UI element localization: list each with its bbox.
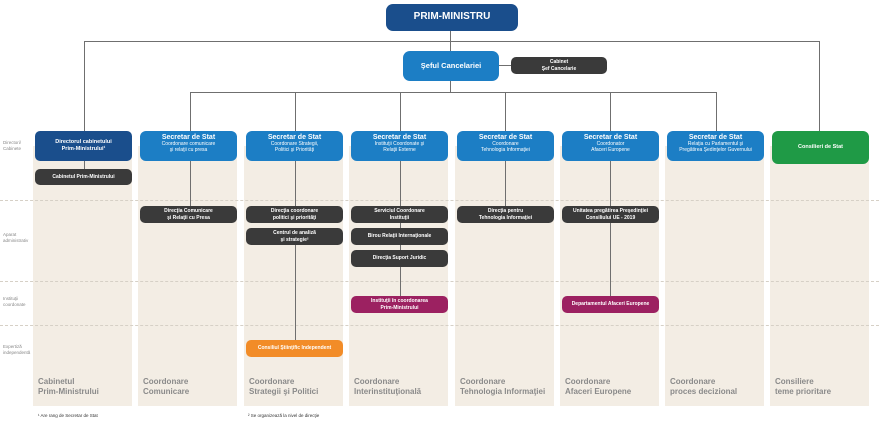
footer-it: Coordonare Tehnologia Informaţiei bbox=[460, 377, 546, 396]
header-title: Secretar de Stat bbox=[372, 134, 427, 141]
unit-it-directorate: Direcţia pentru Tehnologia Informaţiei bbox=[457, 206, 554, 223]
header-title: Secretar de Stat bbox=[478, 134, 533, 141]
connector bbox=[505, 160, 506, 206]
footer-interinstitutional: Coordonare Interinstituţională bbox=[354, 377, 422, 396]
header-subtitle: Relaţia cu Parlamentul şi Pregătirea Şed… bbox=[679, 141, 752, 153]
header-eu-affairs: Secretar de Stat Coordonator Afaceri Eur… bbox=[562, 131, 659, 161]
header-pm-cabinet-director: Directorul cabinetului Prim-Ministrului¹ bbox=[35, 131, 132, 161]
footer-eu: Coordonare Afaceri Europene bbox=[565, 377, 632, 396]
connector bbox=[84, 160, 85, 170]
connector bbox=[84, 41, 819, 42]
connector bbox=[190, 160, 191, 206]
header-subtitle: Coordonare Strategii, Politici şi Priori… bbox=[270, 141, 319, 153]
connector bbox=[295, 160, 296, 206]
connector bbox=[400, 92, 401, 131]
row-label-directors: Directori/ Cabinete bbox=[3, 140, 22, 151]
footer-cabinet: Cabinetul Prim-Ministrului bbox=[38, 377, 99, 396]
prime-minister-box: PRIM-MINISTRU bbox=[386, 4, 518, 31]
header-subtitle: Coordonator Afaceri Europene bbox=[591, 141, 630, 153]
unit-analysis-center: Centrul de analiză şi strategie² bbox=[246, 228, 343, 245]
unit-coordinated-institutions: Instituţii în coordonarea Prim-Ministrul… bbox=[351, 296, 448, 313]
column-bg bbox=[33, 146, 132, 406]
unit-cabinet-pm: Cabinetul Prim-Ministrului bbox=[35, 169, 132, 185]
row-separator bbox=[0, 325, 879, 326]
connector bbox=[610, 92, 611, 131]
header-state-advisers: Consilieri de Stat bbox=[772, 131, 869, 164]
unit-science-council: Consiliul Ştiinţific Independent bbox=[246, 340, 343, 357]
unit-legal-directorate: Direcţia Suport Juridic bbox=[351, 250, 448, 267]
column-bg bbox=[560, 146, 659, 406]
header-communication: Secretar de Stat Coordonare comunicare ş… bbox=[140, 131, 237, 161]
unit-communication-directorate: Direcţia Comunicare şi Relaţii cu Presa bbox=[140, 206, 237, 223]
header-title: Secretar de Stat bbox=[267, 134, 322, 141]
header-title: Secretar de Stat bbox=[688, 134, 743, 141]
header-strategy: Secretar de Stat Coordonare Strategii, P… bbox=[246, 131, 343, 161]
row-separator bbox=[0, 200, 879, 201]
connector bbox=[505, 92, 506, 131]
footnote-1: ¹ Are rang de Secretar de Stat bbox=[38, 413, 98, 418]
footer-advisers: Consiliere teme prioritare bbox=[775, 377, 832, 396]
column-bg bbox=[349, 146, 448, 406]
connector bbox=[819, 41, 820, 131]
connector bbox=[190, 92, 191, 131]
row-label-institutions: Instituţii coordonate bbox=[3, 296, 26, 307]
connector bbox=[498, 65, 512, 66]
header-decision-process: Secretar de Stat Relaţia cu Parlamentul … bbox=[667, 131, 764, 161]
column-bg bbox=[244, 146, 343, 406]
header-it: Secretar de Stat Coordonare Tehnologia I… bbox=[457, 131, 554, 161]
header-subtitle: Coordonare comunicare şi relaţii cu pres… bbox=[161, 141, 216, 153]
connector bbox=[295, 245, 296, 340]
connector bbox=[450, 80, 451, 92]
connector bbox=[84, 41, 85, 131]
unit-international-office: Birou Relaţii Internaţionale bbox=[351, 228, 448, 245]
column-bg bbox=[770, 146, 869, 406]
connector bbox=[295, 92, 296, 131]
chief-cabinet-box: Cabinet Şef Cancelarie bbox=[511, 57, 607, 74]
connector bbox=[716, 92, 717, 131]
row-label-apparatus: Aparat administrativ bbox=[3, 232, 29, 243]
header-title: Secretar de Stat bbox=[583, 134, 638, 141]
header-institutions: Secretar de Stat Instituţii Coordonate ş… bbox=[351, 131, 448, 161]
unit-eu-department: Departamentul Afaceri Europene bbox=[562, 296, 659, 313]
column-bg bbox=[138, 146, 237, 406]
row-label-expertise: Expertiză independentă bbox=[3, 344, 31, 355]
unit-policy-directorate: Direcţia coordonare politici şi priorită… bbox=[246, 206, 343, 223]
chief-of-chancellery-box: Şeful Cancelariei bbox=[403, 51, 499, 81]
footer-communication: Coordonare Comunicare bbox=[143, 377, 190, 396]
connector bbox=[610, 160, 611, 296]
unit-institutions-service: Serviciul Coordonare Instituţii bbox=[351, 206, 448, 223]
unit-eu-presidency: Unitatea pregătirea Preşedinţiei Consili… bbox=[562, 206, 659, 223]
header-subtitle: Instituţii Coordonate şi Relaţii Externe bbox=[374, 141, 425, 153]
header-title: Secretar de Stat bbox=[161, 134, 216, 141]
row-separator bbox=[0, 281, 879, 282]
column-bg bbox=[665, 146, 764, 406]
footer-strategy: Coordonare Strategii şi Politici bbox=[249, 377, 319, 396]
header-subtitle: Coordonare Tehnologia Informaţiei bbox=[481, 141, 530, 153]
column-bg bbox=[455, 146, 554, 406]
footer-decision: Coordonare proces decizional bbox=[670, 377, 738, 396]
footnote-2: ² Se organizează la nivel de direcţie bbox=[248, 413, 320, 418]
connector bbox=[190, 92, 716, 93]
